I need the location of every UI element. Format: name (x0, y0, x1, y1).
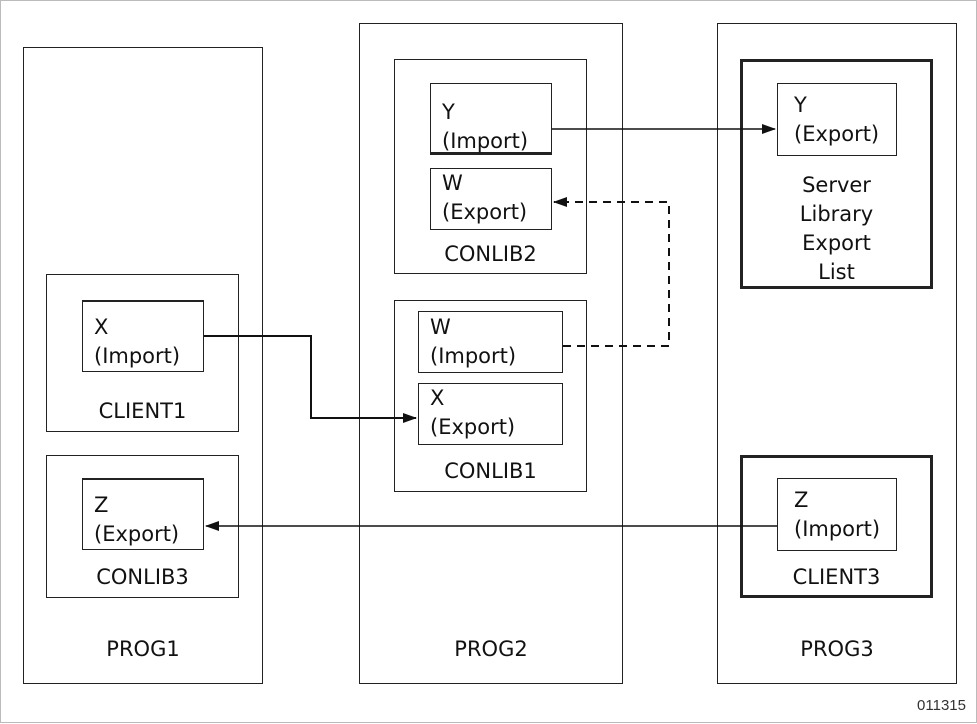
server-label-line-4: List (818, 260, 855, 284)
conlib1-label: CONLIB1 (444, 459, 537, 483)
client3-z-name: Z (794, 488, 809, 512)
conlib2-y-kind: (Import) (442, 129, 529, 153)
server-y-kind: (Export) (794, 122, 880, 146)
conlib2-box (394, 59, 587, 274)
server-label-line-2: Library (799, 202, 874, 226)
conlib1-w-name: W (430, 315, 451, 339)
prog1-label: PROG1 (106, 637, 180, 661)
client3-label: CLIENT3 (792, 565, 881, 589)
conlib1-x-name: X (430, 386, 445, 410)
conlib1-x-export-box (418, 383, 563, 445)
conlib2-w-name: W (442, 171, 463, 195)
client1-x-import-box (82, 300, 204, 372)
client1-x-name: X (94, 315, 109, 339)
conlib2-label: CONLIB2 (444, 242, 537, 266)
conlib3-z-name: Z (94, 493, 109, 517)
conlib2-y-name: Y (442, 100, 455, 124)
conlib2-w-export-box (430, 168, 552, 230)
prog3-label: PROG3 (800, 637, 874, 661)
client1-label: CLIENT1 (98, 399, 187, 423)
client3-z-kind: (Import) (794, 517, 881, 541)
client3-z-import-box (777, 478, 897, 551)
link-w-conlib1-to-conlib2 (553, 197, 670, 347)
prog2-box (359, 23, 623, 684)
figure-number: 011315 (917, 697, 966, 714)
prog2-label: PROG2 (454, 637, 528, 661)
link-x-client1-to-conlib1 (204, 335, 417, 423)
conlib3-z-kind: (Export) (94, 522, 180, 546)
conlib1-box (394, 300, 587, 492)
conlib1-w-kind: (Import) (430, 344, 517, 368)
conlib2-y-import-box (430, 83, 552, 155)
conlib3-label: CONLIB3 (96, 565, 189, 589)
server-y-name: Y (794, 93, 807, 117)
server-label-line-1: Server (802, 173, 871, 197)
prog1-box (23, 47, 263, 684)
server-y-export-box (777, 83, 897, 156)
server-export-list-box (740, 59, 933, 289)
client1-box (46, 274, 239, 432)
server-label-line-3: Export (802, 231, 871, 255)
conlib1-w-import-box (418, 311, 563, 373)
client1-x-kind: (Import) (94, 344, 181, 368)
conlib2-w-kind: (Export) (442, 200, 528, 224)
conlib3-z-export-box (82, 478, 204, 550)
prog3-box (717, 23, 957, 684)
conlib1-x-kind: (Export) (430, 415, 516, 439)
